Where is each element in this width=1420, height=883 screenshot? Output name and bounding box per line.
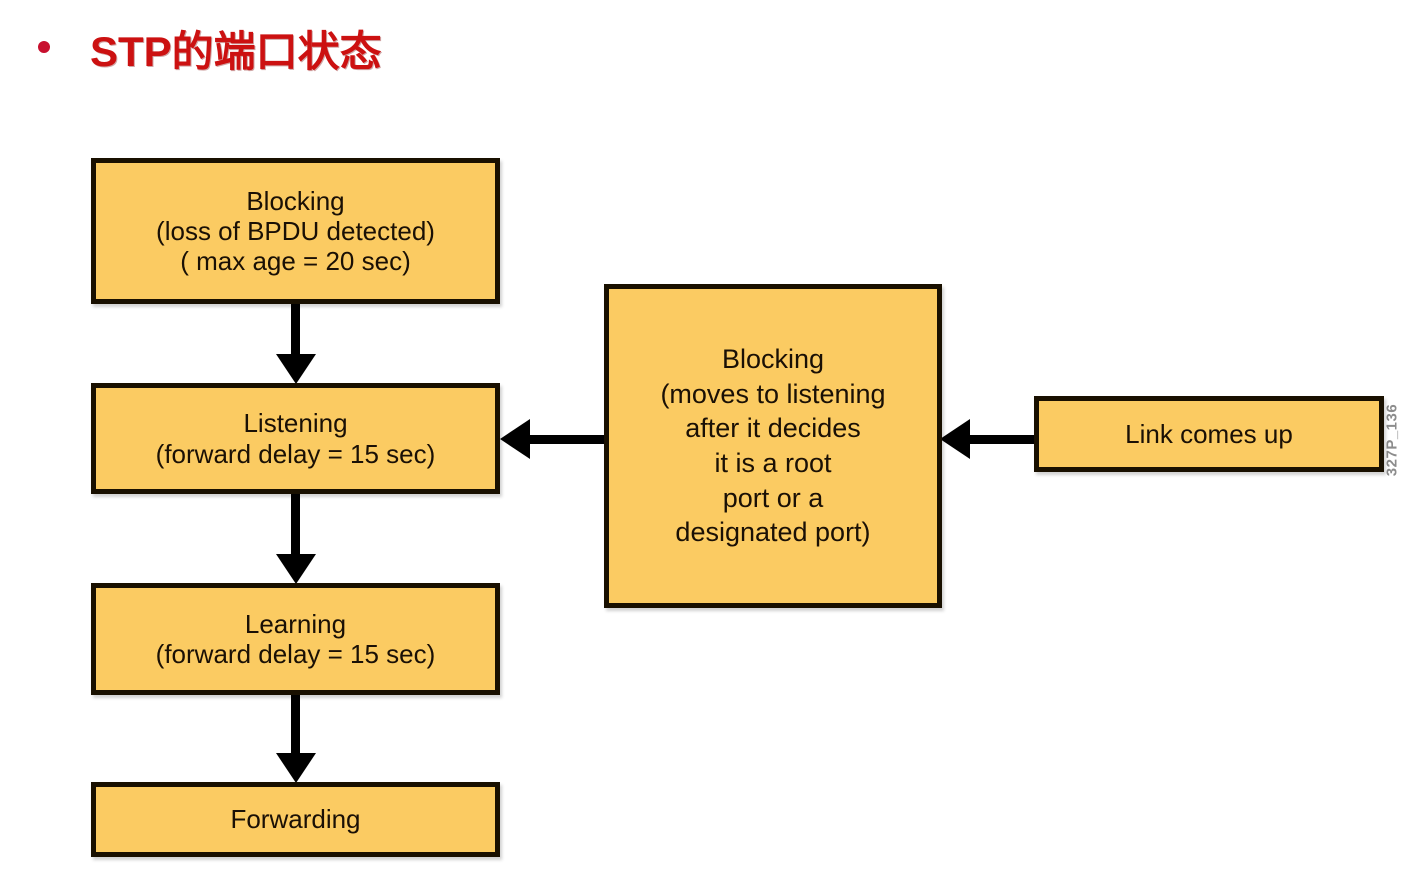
arrow-stem — [291, 304, 300, 356]
arrow-blocking-to-listening — [271, 304, 320, 384]
node-blocking[interactable]: Blocking (loss of BPDU detected) ( max a… — [91, 158, 500, 304]
arrow-stem — [966, 434, 1036, 444]
arrow-head-left-icon — [940, 419, 970, 459]
arrow-head-down-icon — [275, 354, 316, 384]
node-forwarding-label: Forwarding — [230, 804, 361, 835]
arrow-learning-to-forwarding — [271, 695, 320, 783]
node-listening[interactable]: Listening (forward delay = 15 sec) — [91, 383, 500, 494]
bullet-icon — [38, 41, 50, 53]
node-learning-label: Learning (forward delay = 15 sec) — [155, 608, 436, 669]
arrow-listening-to-learning — [271, 494, 320, 584]
page-title: STP的端口状态 — [90, 28, 382, 75]
node-link-comes-up[interactable]: Link comes up — [1034, 396, 1384, 472]
arrow-blocking-detail-to-listening — [500, 418, 606, 460]
arrow-head-down-icon — [275, 554, 316, 584]
arrow-stem — [526, 434, 606, 444]
node-learning[interactable]: Learning (forward delay = 15 sec) — [91, 583, 500, 695]
slide-title-row: STP的端口状态 — [0, 8, 1420, 78]
arrow-stem — [291, 494, 300, 556]
node-link-comes-up-label: Link comes up — [1125, 418, 1293, 449]
arrow-link-up-to-blocking-detail — [940, 418, 1036, 460]
node-blocking-detail-label: Blocking (moves to listening after it de… — [660, 344, 886, 548]
node-forwarding[interactable]: Forwarding — [91, 782, 500, 857]
arrow-head-left-icon — [500, 419, 530, 459]
arrow-stem — [291, 695, 300, 755]
arrow-head-down-icon — [275, 753, 316, 783]
watermark-label: 327P_136 — [1383, 403, 1401, 477]
node-blocking-label: Blocking (loss of BPDU detected) ( max a… — [156, 185, 435, 277]
node-blocking-detail[interactable]: Blocking (moves to listening after it de… — [604, 284, 942, 608]
node-listening-label: Listening (forward delay = 15 sec) — [155, 408, 436, 469]
